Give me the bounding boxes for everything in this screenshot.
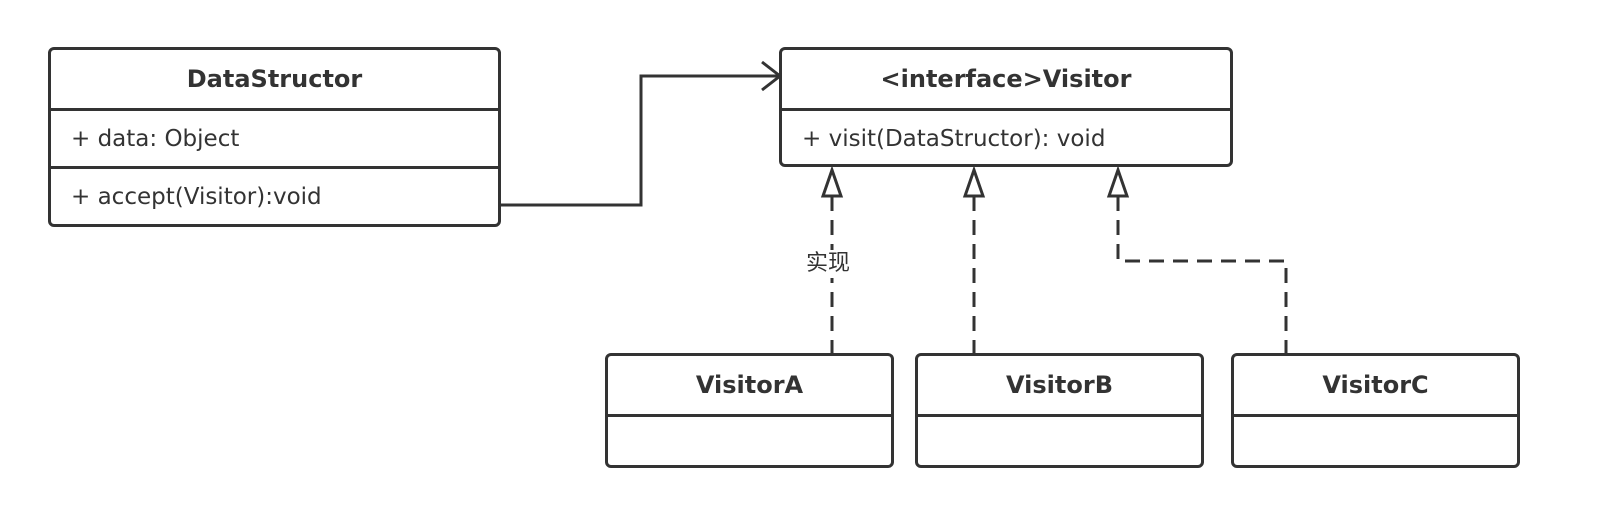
class-visitor-b[interactable]: VisitorB [915, 353, 1204, 468]
class-name: VisitorB [1006, 371, 1113, 399]
realization-arrowhead-icon [962, 165, 986, 198]
class-body [918, 414, 1201, 465]
interface-visitor[interactable]: <interface>Visitor + visit(DataStructor)… [779, 47, 1233, 167]
class-visitor-a[interactable]: VisitorA [605, 353, 894, 468]
interface-operation: + visit(DataStructor): void [782, 108, 1230, 164]
realization-arrowhead-icon [820, 165, 844, 198]
interface-name: <interface>Visitor [880, 65, 1132, 93]
class-attribute: + data: Object [51, 108, 498, 166]
class-body [608, 414, 891, 465]
class-operation: + accept(Visitor):void [51, 166, 498, 224]
realization-arrowhead-icon [1106, 165, 1130, 198]
class-datastructor[interactable]: DataStructor + data: Object + accept(Vis… [48, 47, 501, 227]
association-line [500, 74, 780, 207]
class-name: VisitorA [695, 371, 804, 399]
realization-label: 实现 [804, 250, 853, 278]
class-visitor-c[interactable]: VisitorC [1231, 353, 1520, 468]
class-body [1234, 414, 1517, 465]
realization-line-visitor-c [1116, 196, 1288, 354]
class-name: DataStructor [186, 65, 363, 93]
class-name: VisitorC [1322, 371, 1429, 399]
